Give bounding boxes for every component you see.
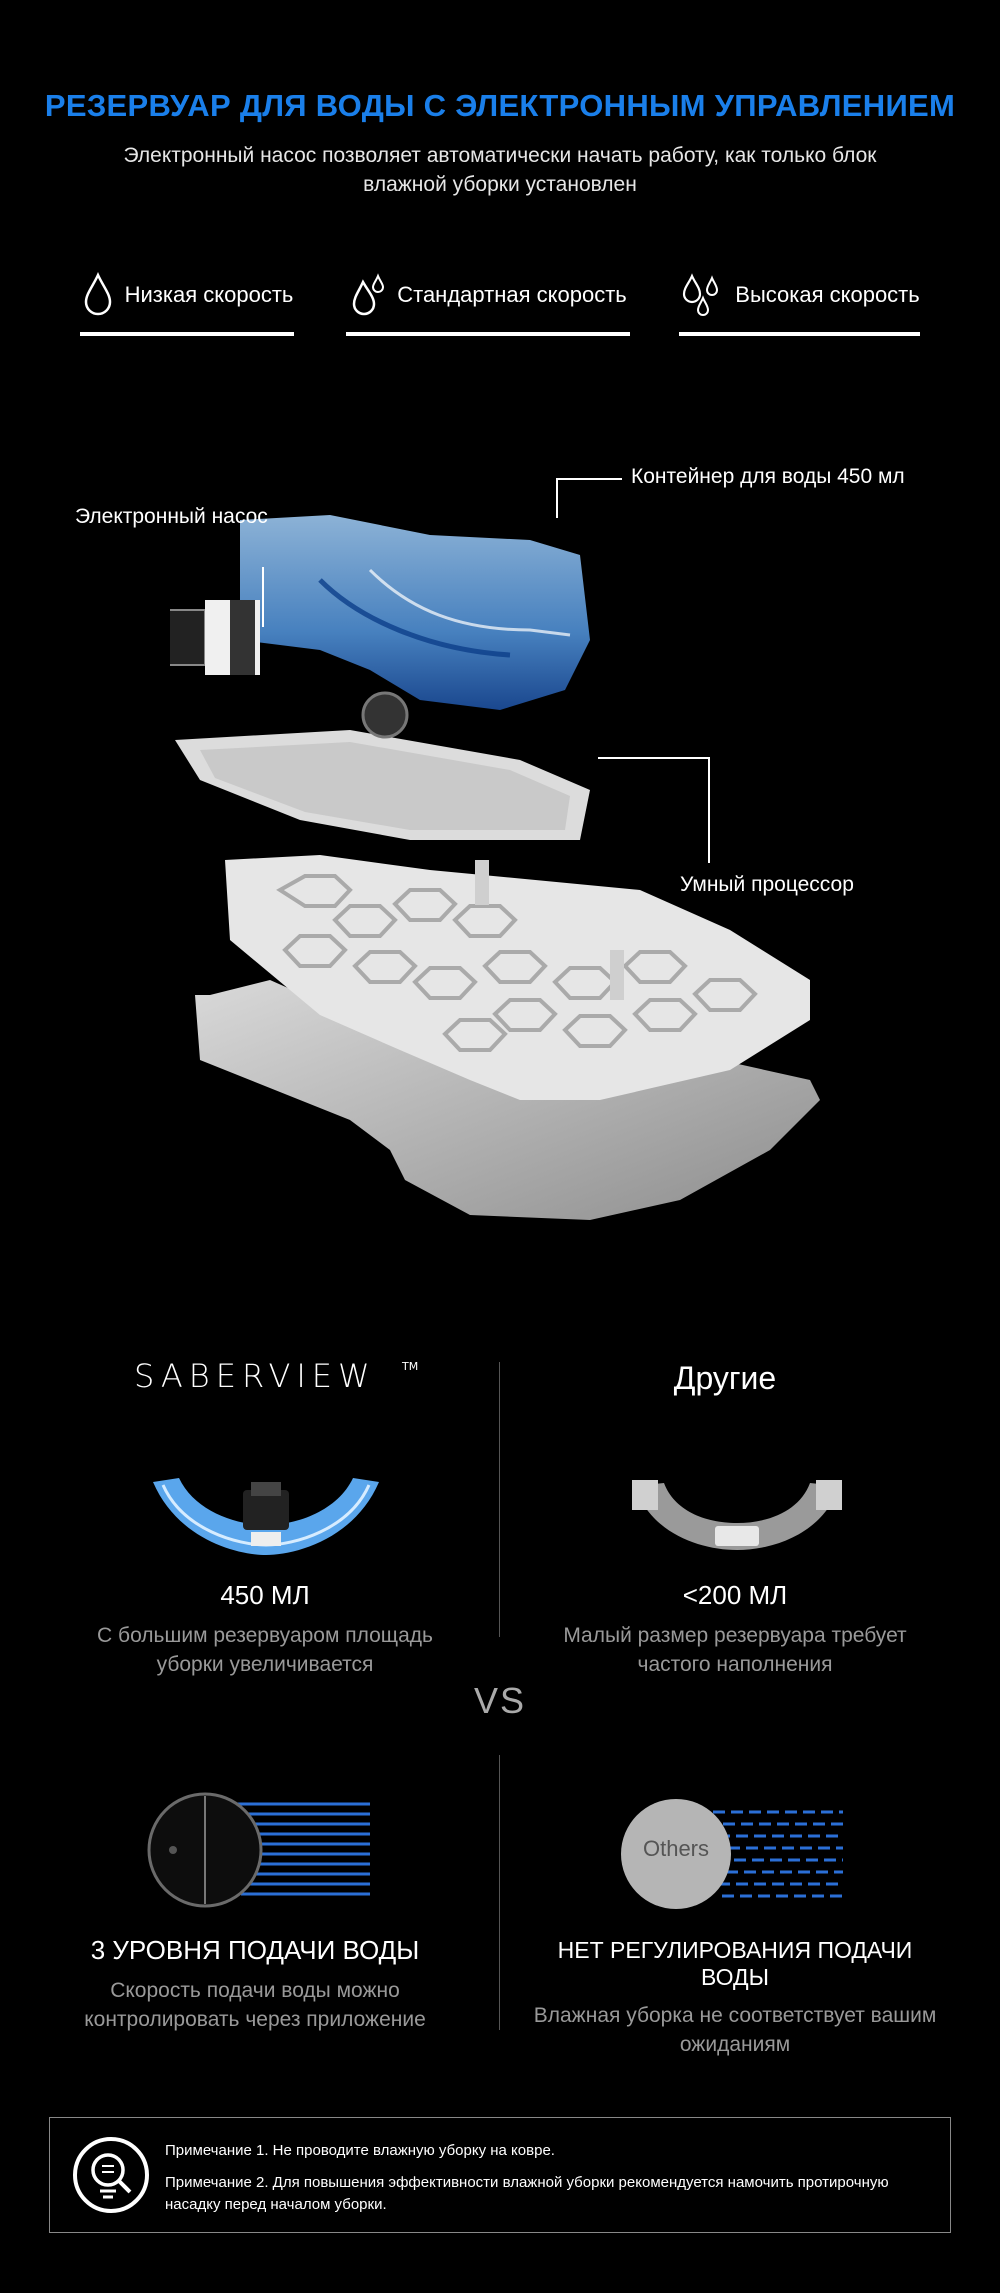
callout-pump-line bbox=[262, 567, 264, 627]
others-tank-image bbox=[630, 1478, 844, 1558]
brand-trademark: TM bbox=[401, 1360, 418, 1373]
speed-underline bbox=[346, 332, 630, 336]
callout-container-line-v bbox=[556, 478, 558, 518]
callout-container: Контейнер для воды 450 мл bbox=[631, 465, 905, 488]
saberview-capacity: 450 МЛ С большим резервуаром площадь убо… bbox=[70, 1580, 460, 1679]
lightbulb-magnifier-icon bbox=[72, 2136, 150, 2214]
speed-underline bbox=[80, 332, 294, 336]
saberview-robot-flow-image bbox=[145, 1790, 375, 1910]
speed-option-low: Низкая скорость bbox=[80, 272, 294, 336]
saberview-tank-image bbox=[148, 1470, 384, 1560]
speed-option-standard: Стандартная скорость bbox=[346, 272, 630, 336]
comparison-divider-bottom bbox=[499, 1755, 500, 2030]
vs-label: VS bbox=[473, 1680, 527, 1721]
speed-label: Стандартная скорость bbox=[397, 282, 627, 307]
note-1: Примечание 1. Не проводите влажную уборк… bbox=[165, 2142, 555, 2159]
two-drops-icon bbox=[349, 272, 387, 318]
saberview-water-levels: 3 УРОВНЯ ПОДАЧИ ВОДЫ Скорость подачи вод… bbox=[55, 1935, 455, 2034]
page-subtitle: Электронный насос позволяет автоматическ… bbox=[123, 144, 877, 196]
callout-pump: Электронный насос bbox=[75, 505, 268, 528]
callout-container-line bbox=[556, 478, 622, 480]
others-circle-label: Others bbox=[642, 1836, 710, 1861]
levels-title: НЕТ РЕГУЛИРОВАНИЯ ПОДАЧИ ВОДЫ bbox=[557, 1937, 913, 1990]
water-tank-exploded-view bbox=[154, 460, 830, 1230]
levels-description: Скорость подачи воды можно контролироват… bbox=[84, 1979, 426, 2031]
brand-wordmark: SABERVIEW bbox=[134, 1357, 376, 1394]
capacity-value: 450 МЛ bbox=[220, 1580, 310, 1610]
callout-processor-line bbox=[598, 757, 710, 759]
callout-processor: Умный процессор bbox=[680, 873, 854, 896]
speed-underline bbox=[679, 332, 920, 336]
single-drop-icon bbox=[81, 272, 115, 318]
three-drops-icon bbox=[679, 272, 725, 318]
comparison-divider-top bbox=[499, 1362, 500, 1637]
others-water-levels: НЕТ РЕГУЛИРОВАНИЯ ПОДАЧИ ВОДЫ Влажная уб… bbox=[525, 1935, 945, 2059]
note-2: Примечание 2. Для повышения эффективност… bbox=[165, 2174, 889, 2213]
notes-box: Примечание 1. Не проводите влажную уборк… bbox=[49, 2117, 951, 2233]
callout-processor-line-v bbox=[708, 757, 710, 863]
speed-option-high: Высокая скорость bbox=[679, 272, 920, 336]
capacity-description: С большим резервуаром площадь уборки уве… bbox=[97, 1624, 433, 1676]
capacity-value: <200 МЛ bbox=[682, 1580, 788, 1610]
others-title: Другие bbox=[673, 1360, 777, 1396]
capacity-description: Малый размер резервуара требует частого … bbox=[563, 1624, 907, 1676]
levels-title: 3 УРОВНЯ ПОДАЧИ ВОДЫ bbox=[90, 1935, 420, 1965]
speed-label: Высокая скорость bbox=[735, 282, 920, 307]
saberview-logo: SABERVIEW TM bbox=[128, 1354, 428, 1395]
others-capacity: <200 МЛ Малый размер резервуара требует … bbox=[540, 1580, 930, 1679]
levels-description: Влажная уборка не соответствует вашим ож… bbox=[533, 2004, 937, 2056]
page-title: РЕЗЕРВУАР ДЛЯ ВОДЫ С ЭЛЕКТРОННЫМ УПРАВЛЕ… bbox=[44, 88, 956, 123]
speed-label: Низкая скорость bbox=[124, 282, 294, 307]
others-robot-flow-image: Others bbox=[618, 1796, 848, 1916]
